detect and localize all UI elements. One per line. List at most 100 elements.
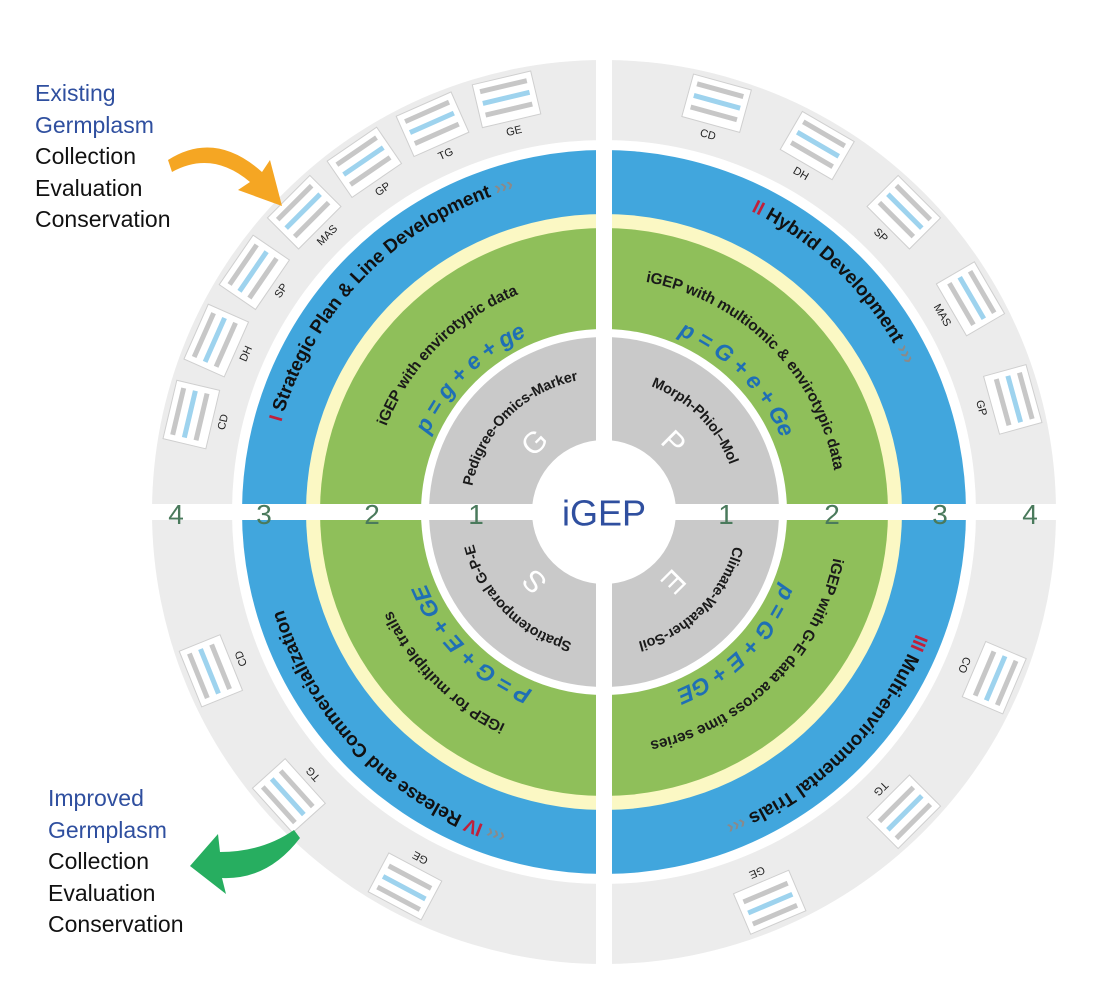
tool-image-detail (693, 93, 741, 111)
number-right-4: 4 (1022, 499, 1038, 530)
tool-image-detail (342, 145, 385, 177)
tool-image-detail (485, 101, 533, 118)
number-right-2: 2 (824, 499, 840, 530)
existing-germplasm-label: Existing Germplasm Collection Evaluation… (35, 78, 171, 236)
tool-thumbnail-ge: GE (732, 863, 807, 935)
tool-image-detail (269, 777, 306, 817)
center-label: iGEP (562, 493, 646, 534)
existing-item-conservation: Conservation (35, 206, 171, 232)
tool-label: CD (216, 413, 231, 431)
tool-image-detail (482, 89, 531, 106)
tool-image-detail (886, 794, 924, 832)
improved-item-conservation: Conservation (48, 911, 184, 937)
tool-image-detail (349, 155, 392, 187)
improved-item-collection: Collection (48, 848, 149, 874)
stage-III-numeral: III (905, 632, 930, 655)
tool-image-detail (413, 121, 460, 146)
tool-image-detail (408, 110, 455, 135)
tool-image-detail (947, 282, 976, 327)
tool-thumbnail-cd: CD (681, 73, 752, 143)
tool-image-detail (795, 129, 840, 159)
improved-arrow (190, 830, 300, 894)
tool-thumbnail-gp: GP (973, 364, 1043, 435)
tool-image-detail (894, 802, 933, 841)
tool-image-detail (696, 81, 744, 99)
tool-thumbnail-cd: CD (162, 379, 231, 450)
tool-image-detail (247, 257, 279, 300)
tool-image-detail (742, 880, 789, 905)
number-left-4: 4 (168, 499, 184, 530)
tool-image-detail (747, 891, 794, 916)
tool-image-detail (191, 312, 216, 359)
tool-image-detail (894, 183, 933, 222)
tool-image-detail (689, 104, 738, 123)
tool-thumbnail-ge: GE (471, 70, 542, 139)
tool-label: TG (436, 146, 455, 163)
tool-image-detail (181, 390, 198, 439)
tool-image-detail (193, 393, 210, 441)
tool-image-detail (278, 769, 315, 809)
tool-image-detail (335, 135, 378, 167)
tool-image-detail (237, 250, 269, 293)
tool-image-detail (170, 387, 187, 436)
tool-thumbnail-dh: DH (779, 110, 855, 183)
improved-germplasm-label: Improved Germplasm Collection Evaluation… (48, 783, 184, 941)
tool-label: GP (973, 399, 989, 418)
stage-I-numeral: I (266, 413, 288, 424)
tool-image-detail (802, 119, 847, 149)
tool-image-detail (198, 648, 221, 695)
tool-label: GE (505, 124, 523, 139)
tool-label: CD (699, 127, 718, 143)
tool-image-detail (213, 321, 238, 368)
tool-image-detail (886, 192, 924, 230)
tool-image-detail (479, 78, 528, 95)
tool-image-detail (789, 140, 834, 169)
tool-image-detail (957, 276, 987, 321)
tool-image-detail (209, 643, 232, 691)
existing-title-1: Existing (35, 80, 116, 106)
number-left-1: 1 (468, 499, 484, 530)
tool-image-detail (1017, 372, 1035, 420)
tool-image-detail (275, 183, 314, 222)
vertical-separator (596, 58, 612, 966)
tool-image-detail (967, 269, 997, 314)
tool-label: DH (238, 344, 255, 363)
tool-image-detail (284, 192, 322, 230)
tool-image-detail (227, 243, 259, 286)
improved-title-1: Improved (48, 785, 144, 811)
existing-item-evaluation: Evaluation (35, 174, 143, 201)
ring-numbers: 4 3 2 1 1 2 3 4 (168, 499, 1038, 530)
tool-thumbnail-co: CO (955, 640, 1027, 715)
number-right-3: 3 (932, 499, 948, 530)
tool-thumbnail-tg: TG (395, 91, 470, 163)
tool-image-detail (381, 874, 427, 902)
tool-label: GE (747, 863, 766, 880)
improved-title-2: Germplasm (48, 816, 167, 843)
tool-thumbnail-mas: MAS (266, 174, 342, 250)
tool-image-detail (983, 655, 1008, 702)
tool-image-detail (292, 200, 331, 239)
tool-thumbnail-tg: TG (866, 774, 942, 850)
existing-arrow (168, 147, 282, 206)
tool-image-detail (877, 785, 916, 824)
tool-thumbnail-dh: DH (183, 303, 255, 378)
tool-image-detail (387, 863, 433, 891)
number-left-2: 2 (364, 499, 380, 530)
number-right-1: 1 (718, 499, 734, 530)
improved-item-evaluation: Evaluation (48, 879, 156, 906)
tool-image-detail (1005, 375, 1023, 423)
existing-title-2: Germplasm (35, 111, 154, 138)
tool-image-detail (994, 659, 1019, 707)
tool-thumbnail-tg: TG (251, 758, 327, 834)
tool-image-detail (404, 99, 451, 124)
tool-image-detail (260, 785, 297, 825)
tool-image-detail (202, 316, 227, 363)
number-left-3: 3 (256, 499, 272, 530)
tool-image-detail (187, 652, 210, 700)
tool-thumbnail-cd: CD (178, 634, 250, 708)
tool-image-detail (751, 902, 799, 927)
tool-label: CD (233, 649, 250, 668)
tool-image-detail (376, 884, 421, 912)
